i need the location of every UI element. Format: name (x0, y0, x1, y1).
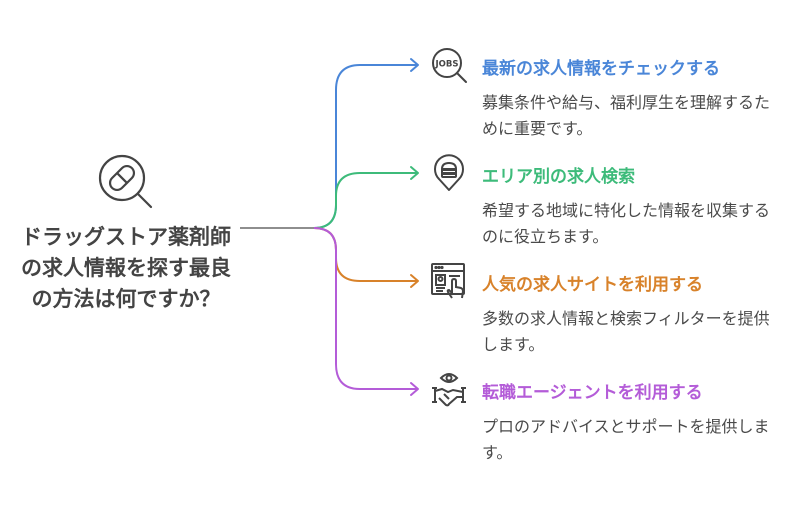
location-pin-icon (430, 154, 468, 192)
branch-title: 最新の求人情報をチェックする (482, 59, 720, 79)
branch-line-2 (313, 172, 418, 229)
agent-handshake-icon (430, 370, 468, 408)
branch-line-3 (313, 227, 418, 282)
branch-description: 希望する地域に特化した情報を収集するのに役立ちます。 (482, 201, 771, 246)
branch-arrow-1 (410, 58, 419, 72)
branch-description: 募集条件や給与、福利厚生を理解するために重要です。 (482, 93, 771, 138)
branch-title: エリア別の求人検索 (482, 167, 635, 187)
pill-magnifier-icon (96, 152, 156, 212)
branch-arrow-4 (410, 382, 419, 396)
branch-line-4 (313, 227, 418, 390)
branch-title: 転職エージェントを利用する (482, 383, 703, 403)
branch-line-1 (313, 64, 418, 229)
branch-description: プロのアドバイスとサポートを提供します。 (482, 417, 770, 462)
website-click-icon (430, 262, 468, 300)
jobs-search-icon: JOBS (430, 46, 468, 84)
branch-description: 多数の求人情報と検索フィルターを提供します。 (482, 309, 770, 354)
central-question: ドラッグストア薬剤師の求人情報を探す最良の方法は何ですか？ (21, 225, 231, 311)
branch-arrow-3 (410, 274, 419, 288)
svg-text:JOBS: JOBS (435, 60, 459, 70)
branch-arrow-2 (410, 166, 419, 180)
branch-title: 人気の求人サイトを利用する (482, 275, 703, 295)
